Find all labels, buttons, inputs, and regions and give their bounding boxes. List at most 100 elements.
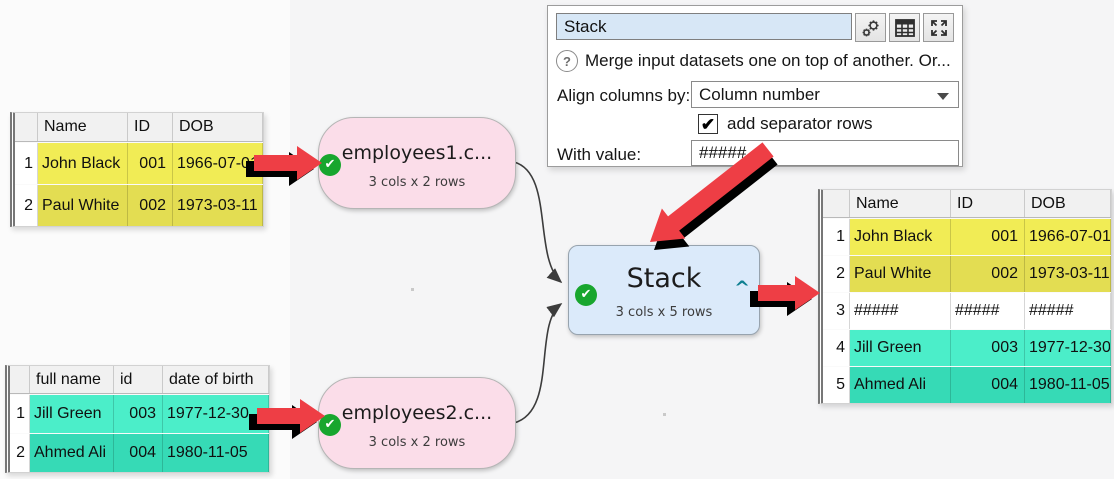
table-cell[interactable]: 001 xyxy=(951,219,1025,255)
row-number-cell[interactable]: 4 xyxy=(823,330,850,366)
table-cell[interactable]: Ahmed Ali xyxy=(850,367,951,403)
table-cell[interactable]: John Black xyxy=(850,219,951,255)
row-number-cell[interactable]: 2 xyxy=(10,434,30,472)
align-columns-label: Align columns by: xyxy=(557,86,691,105)
table-cell[interactable]: 004 xyxy=(114,434,163,472)
node-label: employees1.c... xyxy=(341,142,493,164)
transform-description: ? Merge input datasets one on top of ano… xyxy=(556,50,951,72)
row-number-cell[interactable]: 2 xyxy=(823,256,850,292)
column-header[interactable]: ID xyxy=(951,190,1025,217)
node-employees2[interactable]: ✔ employees2.c... 3 cols x 2 rows xyxy=(318,377,516,469)
corner-cell[interactable] xyxy=(15,113,38,141)
description-text: Merge input datasets one on top of anoth… xyxy=(585,51,951,70)
row-number-cell[interactable]: 1 xyxy=(15,143,38,184)
row-number-cell[interactable]: 1 xyxy=(823,219,850,255)
align-columns-value: Column number xyxy=(699,84,820,104)
table-cell[interactable]: 004 xyxy=(951,367,1025,403)
node-size-label: 3 cols x 2 rows xyxy=(368,435,466,450)
transform-name-input[interactable] xyxy=(556,13,852,40)
check-icon: ✔ xyxy=(319,154,341,176)
table-cell[interactable]: ##### xyxy=(1025,293,1111,329)
column-header[interactable]: date of birth xyxy=(163,366,269,393)
column-header[interactable]: DOB xyxy=(1025,190,1111,217)
table-cell[interactable]: 001 xyxy=(128,143,173,184)
settings-button[interactable] xyxy=(855,13,886,42)
help-icon[interactable]: ? xyxy=(556,50,578,72)
add-separator-rows-checkbox[interactable]: ✔ xyxy=(698,114,718,134)
node-stack[interactable]: ✔ ^ Stack 3 cols x 5 rows xyxy=(568,245,760,335)
table-row: 3############### xyxy=(823,292,1111,329)
table-cell[interactable]: 1966-07-01 xyxy=(173,143,263,184)
table-cell[interactable]: 003 xyxy=(114,395,163,433)
node-label: employees2.c... xyxy=(341,402,493,424)
corner-cell[interactable] xyxy=(10,366,30,393)
table-cell[interactable]: 1973-03-11 xyxy=(1025,256,1111,292)
row-number-cell[interactable]: 1 xyxy=(10,395,30,433)
expand-button[interactable] xyxy=(923,13,954,42)
node-employees1[interactable]: ✔ employees1.c... 3 cols x 2 rows xyxy=(318,117,516,209)
row-number-cell[interactable]: 5 xyxy=(823,367,850,403)
node-size-label: 3 cols x 2 rows xyxy=(368,175,466,190)
checkmark-icon: ✔ xyxy=(700,114,716,134)
table-cell[interactable]: 1977-12-30 xyxy=(163,395,269,433)
chevron-down-icon xyxy=(937,93,949,100)
table-cell[interactable]: Paul White xyxy=(850,256,951,292)
column-header[interactable]: id xyxy=(114,366,163,393)
separator-rows-row: ✔ add separator rows xyxy=(698,114,873,134)
column-header[interactable]: full name xyxy=(30,366,114,393)
row-number-cell[interactable]: 3 xyxy=(823,293,850,329)
align-columns-select[interactable]: Column number xyxy=(691,81,959,108)
check-icon: ✔ xyxy=(575,284,597,306)
table-cell[interactable]: ##### xyxy=(951,293,1025,329)
table-cell[interactable]: 1973-03-11 xyxy=(173,185,263,226)
canvas-grid-dot xyxy=(663,413,666,416)
table-cell[interactable]: Ahmed Ali xyxy=(30,434,114,472)
table-cell[interactable]: ##### xyxy=(850,293,951,329)
table-cell[interactable]: 002 xyxy=(128,185,173,226)
panel-header xyxy=(556,13,954,42)
check-icon: ✔ xyxy=(319,414,341,436)
row-number-cell[interactable]: 2 xyxy=(15,185,38,226)
node-label: Stack xyxy=(626,262,702,294)
table-cell[interactable]: 003 xyxy=(951,330,1025,366)
gears-icon xyxy=(862,19,879,36)
column-header[interactable]: ID xyxy=(128,113,173,141)
node-size-label: 3 cols x 5 rows xyxy=(615,304,713,320)
collapse-caret[interactable]: ^ xyxy=(734,277,750,299)
table-cell[interactable]: Jill Green xyxy=(850,330,951,366)
table-cell[interactable]: 1980-11-05 xyxy=(1025,367,1111,403)
table-cell[interactable]: 1977-12-30 xyxy=(1025,330,1111,366)
column-header[interactable]: Name xyxy=(850,190,951,217)
table-cell[interactable]: John Black xyxy=(38,143,128,184)
transform-properties-panel: ? Merge input datasets one on top of ano… xyxy=(547,5,963,167)
with-value-input[interactable] xyxy=(691,140,959,166)
table-cell[interactable]: Paul White xyxy=(38,185,128,226)
table-cell[interactable]: Jill Green xyxy=(30,395,114,433)
column-header[interactable]: DOB xyxy=(173,113,263,141)
corner-cell[interactable] xyxy=(823,190,850,217)
table-cell[interactable]: 002 xyxy=(951,256,1025,292)
column-header[interactable]: Name xyxy=(38,113,128,141)
canvas-grid-dot xyxy=(411,288,414,291)
add-separator-rows-label: add separator rows xyxy=(727,114,873,133)
grid-view-button[interactable] xyxy=(889,13,920,42)
table-cell[interactable]: 1980-11-05 xyxy=(163,434,269,472)
with-value-label: With value: xyxy=(557,145,642,164)
table-icon xyxy=(894,18,915,37)
expand-icon xyxy=(930,19,947,36)
table-cell[interactable]: 1966-07-01 xyxy=(1025,219,1111,255)
